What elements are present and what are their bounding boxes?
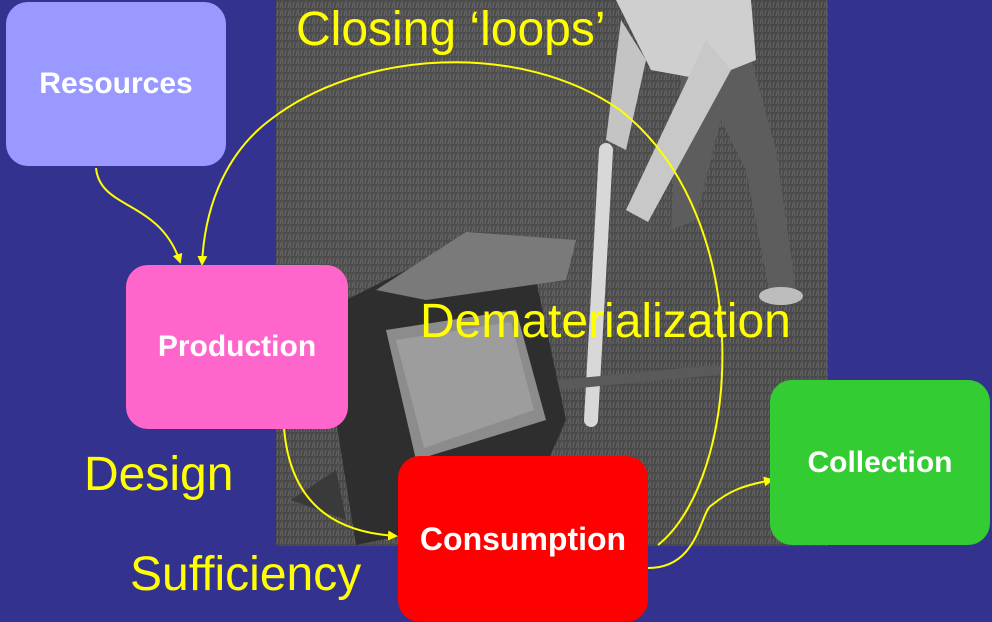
design-label: Design — [84, 448, 234, 501]
arrow-resources-to-production — [95, 167, 183, 264]
sufficiency-label: Sufficiency — [130, 548, 362, 601]
resources-label: Resources — [39, 67, 193, 100]
production-label: Production — [157, 330, 317, 363]
dematerialization-label: Dematerialization — [420, 295, 791, 348]
resources-box: Resources — [6, 2, 226, 166]
consumption-label: Consumption — [419, 520, 627, 557]
closing-loops-label: Closing ‘loops’ — [296, 3, 606, 56]
consumption-box: Consumption — [398, 456, 648, 622]
production-box: Production — [126, 265, 348, 429]
collection-label: Collection — [807, 445, 953, 479]
collection-box: Collection — [770, 380, 990, 545]
